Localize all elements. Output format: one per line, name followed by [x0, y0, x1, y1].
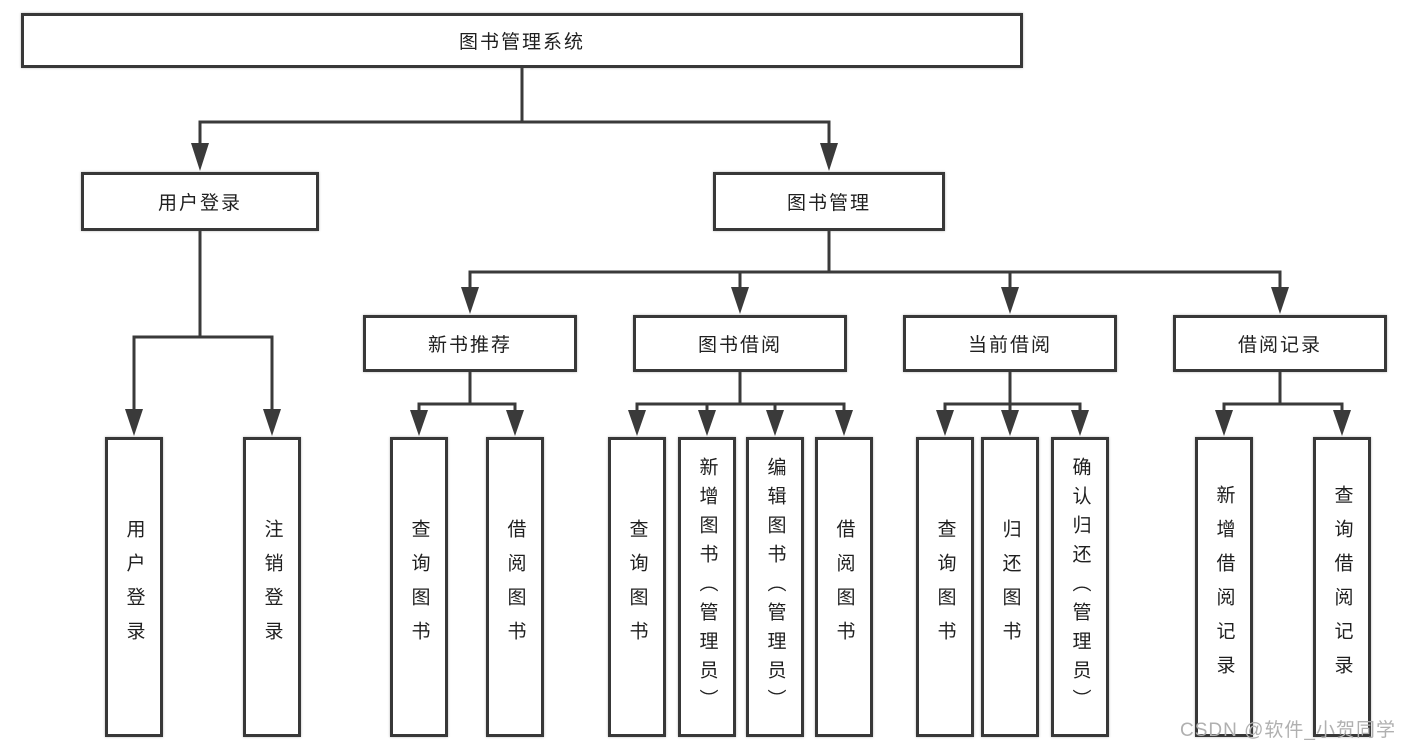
arrow-down-icon	[125, 409, 143, 436]
arrow-down-icon	[1271, 287, 1289, 314]
connector-borrowing-records-to-leaves	[1215, 370, 1351, 436]
node-current-borrowing: 当前借阅	[903, 315, 1117, 372]
leaf-add-borrow-record: 新增借阅记录	[1195, 437, 1253, 737]
node-new-book-recommend: 新书推荐	[363, 315, 577, 372]
leaf-label: 查询借阅记录	[1331, 485, 1353, 689]
leaf-query-books-borrowing: 查询图书	[608, 437, 666, 737]
arrow-down-icon	[766, 410, 784, 436]
node-root-system: 图书管理系统	[21, 13, 1023, 68]
arrow-down-icon	[628, 410, 646, 436]
leaf-logout: 注销登录	[243, 437, 301, 737]
connector-user-login-to-leaves	[125, 229, 281, 436]
leaf-label: 归还图书	[999, 519, 1021, 655]
leaf-query-books-current: 查询图书	[916, 437, 974, 737]
arrow-down-icon	[191, 143, 209, 171]
arrow-down-icon	[263, 409, 281, 436]
csdn-watermark: CSDN @软件_小贺同学	[1180, 720, 1396, 741]
arrow-down-icon	[1001, 410, 1019, 436]
leaf-return-books: 归还图书	[981, 437, 1039, 737]
arrow-down-icon	[1333, 410, 1351, 436]
leaf-add-book-admin: 新增图书（管理员）	[678, 437, 736, 737]
node-borrowing-records: 借阅记录	[1173, 315, 1387, 372]
arrow-down-icon	[698, 410, 716, 436]
arrow-down-icon	[731, 287, 749, 314]
arrow-down-icon	[410, 410, 428, 436]
node-label: 新书推荐	[427, 335, 512, 356]
arrow-down-icon	[835, 410, 853, 436]
node-label: 借阅记录	[1237, 335, 1322, 356]
leaf-label: 查询图书	[408, 519, 430, 655]
leaf-query-books-recommend: 查询图书	[390, 437, 448, 737]
connector-book-borrowing-to-leaves	[628, 370, 853, 436]
arrow-down-icon	[461, 287, 479, 314]
connector-root-to-level1	[191, 66, 838, 171]
leaf-borrow-books-borrowing: 借阅图书	[815, 437, 873, 737]
node-book-management: 图书管理	[713, 172, 945, 231]
arrow-down-icon	[1071, 410, 1089, 436]
leaf-label: 确认归还（管理员）	[1069, 456, 1091, 718]
node-label: 图书管理系统	[458, 32, 585, 53]
connector-current-borrowing-to-leaves	[936, 370, 1089, 436]
arrow-down-icon	[820, 143, 838, 171]
leaf-confirm-return-admin: 确认归还（管理员）	[1051, 437, 1109, 737]
arrow-down-icon	[506, 410, 524, 436]
leaf-label: 新增借阅记录	[1213, 485, 1235, 689]
leaf-user-login: 用户登录	[105, 437, 163, 737]
arrow-down-icon	[1215, 410, 1233, 436]
node-book-borrowing: 图书借阅	[633, 315, 847, 372]
leaf-label: 编辑图书（管理员）	[764, 456, 786, 718]
leaf-label: 借阅图书	[833, 519, 855, 655]
leaf-label: 查询图书	[626, 519, 648, 655]
leaf-query-borrow-record: 查询借阅记录	[1313, 437, 1371, 737]
node-label: 用户登录	[157, 193, 242, 214]
node-label: 图书管理	[786, 193, 871, 214]
leaf-label: 用户登录	[123, 519, 145, 655]
leaf-label: 注销登录	[261, 519, 283, 655]
node-label: 当前借阅	[967, 335, 1052, 356]
node-label: 图书借阅	[697, 335, 782, 356]
leaf-label: 借阅图书	[504, 519, 526, 655]
arrow-down-icon	[936, 410, 954, 436]
leaf-label: 查询图书	[934, 519, 956, 655]
connector-book-management-to-level2	[461, 229, 1289, 314]
leaf-label: 新增图书（管理员）	[696, 456, 718, 718]
node-user-login: 用户登录	[81, 172, 319, 231]
leaf-edit-book-admin: 编辑图书（管理员）	[746, 437, 804, 737]
arrow-down-icon	[1001, 287, 1019, 314]
connector-new-book-recommend-to-leaves	[410, 370, 524, 436]
leaf-borrow-books-recommend: 借阅图书	[486, 437, 544, 737]
